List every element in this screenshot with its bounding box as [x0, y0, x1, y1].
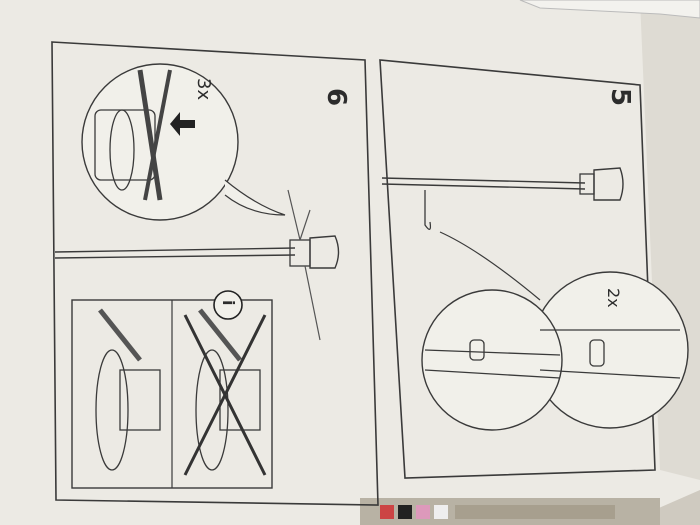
info-icon: i: [213, 290, 243, 320]
step-6-panel: 6 3x: [51, 41, 379, 506]
quantity-2x: 2x: [604, 288, 623, 308]
detail-magnifier-right: [421, 271, 689, 431]
lamp-cord-drawing: [54, 189, 340, 341]
detail-magnifier: [81, 63, 286, 221]
step-5-number: 5: [605, 88, 635, 106]
lamp-cord-drawing-2: [381, 167, 624, 301]
step-6-number: 6: [321, 88, 351, 106]
step-5-panel: 5 2x: [379, 59, 689, 479]
svg-text:i: i: [219, 300, 238, 305]
quantity-3x: 3x: [193, 78, 214, 100]
comparison-box: [71, 299, 273, 489]
